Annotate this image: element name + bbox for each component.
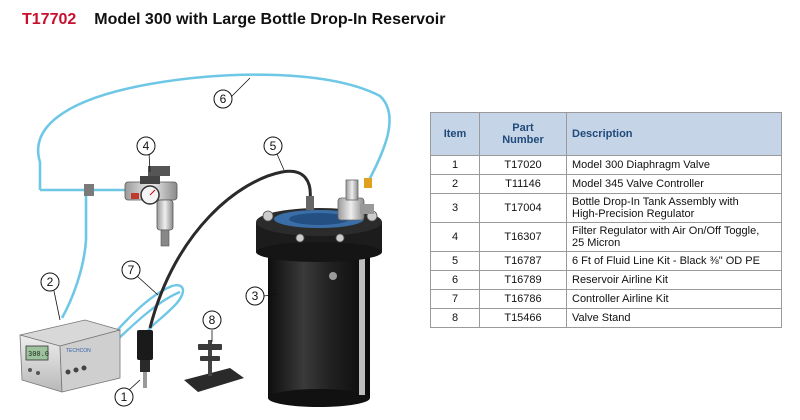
callout-5-label: 5 [270, 139, 277, 153]
cell-desc: Controller Airline Kit [566, 289, 782, 309]
table-row: 6 T16789 Reservoir Airline Kit [430, 270, 782, 290]
cell-item: 8 [430, 308, 480, 328]
controller-brand-text: TECHCON [66, 348, 91, 354]
controller-airline [60, 190, 88, 319]
cell-item: 1 [430, 155, 480, 175]
cell-desc: Model 300 Diaphragm Valve [566, 155, 782, 175]
callout-1-label: 1 [121, 390, 128, 404]
header-description: Description [566, 112, 782, 156]
cell-part: T11146 [479, 174, 567, 194]
cell-part: T15466 [479, 308, 567, 328]
cell-item: 6 [430, 270, 480, 290]
leader-lines [53, 77, 285, 392]
table-row: 8 T15466 Valve Stand [430, 308, 782, 328]
callout-3-label: 3 [252, 289, 259, 303]
callout-8: 8 [202, 310, 222, 330]
filter-regulator [124, 166, 178, 247]
cell-part: T16787 [479, 251, 567, 271]
cell-part: T17020 [479, 155, 567, 175]
callout-6: 6 [213, 89, 233, 109]
cell-part: T17004 [479, 193, 567, 223]
callout-7-label: 7 [128, 263, 135, 277]
valve-controller: 300.0 TECHCON [19, 319, 122, 393]
valve-airline-a [111, 284, 185, 337]
valve-airline-b [116, 290, 181, 341]
cell-item: 3 [430, 193, 480, 223]
cell-item: 2 [430, 174, 480, 194]
callout-6-label: 6 [220, 92, 227, 106]
table-row: 1 T17020 Model 300 Diaphragm Valve [430, 155, 782, 175]
callout-7: 7 [121, 260, 141, 280]
table-row: 4 T16307 Filter Regulator with Air On/Of… [430, 222, 782, 252]
diaphragm-valve [137, 330, 153, 388]
reservoir-airline [36, 73, 391, 183]
title-name: Model 300 with Large Bottle Drop-In Rese… [94, 11, 446, 28]
fluid-line [148, 169, 312, 329]
callout-5: 5 [263, 136, 283, 156]
callout-2: 2 [40, 272, 60, 292]
cell-part: T16307 [479, 222, 567, 252]
controller-display-text: 300.0 [28, 350, 49, 358]
callout-8-label: 8 [209, 313, 216, 327]
callout-2-label: 2 [47, 275, 54, 289]
table-row: 7 T16786 Controller Airline Kit [430, 289, 782, 309]
callout-3: 3 [245, 286, 265, 306]
cell-desc: Filter Regulator with Air On/Off Toggle,… [566, 222, 782, 252]
table-row: 2 T11146 Model 345 Valve Controller [430, 174, 782, 194]
callout-4-label: 4 [143, 139, 150, 153]
title-part-number: T17702 [22, 11, 77, 28]
reservoir-tank [256, 178, 382, 407]
callout-4: 4 [136, 136, 156, 156]
cell-item: 7 [430, 289, 480, 309]
header-item: Item [430, 112, 480, 156]
table-row: 5 T16787 6 Ft of Fluid Line Kit - Black … [430, 251, 782, 271]
valve-stand [184, 340, 244, 392]
page-title: T17702 Model 300 with Large Bottle Drop-I… [22, 11, 445, 29]
tee-fitting [84, 184, 94, 196]
table-row: 3 T17004 Bottle Drop-In Tank Assembly wi… [430, 193, 782, 223]
cell-item: 5 [430, 251, 480, 271]
callout-1: 1 [114, 387, 134, 407]
cell-desc: Model 345 Valve Controller [566, 174, 782, 194]
cell-item: 4 [430, 222, 480, 252]
cell-part: T16786 [479, 289, 567, 309]
cell-desc: 6 Ft of Fluid Line Kit - Black ⅜" OD PE [566, 251, 782, 271]
cell-part: T16789 [479, 270, 567, 290]
cell-desc: Reservoir Airline Kit [566, 270, 782, 290]
cell-desc: Valve Stand [566, 308, 782, 328]
